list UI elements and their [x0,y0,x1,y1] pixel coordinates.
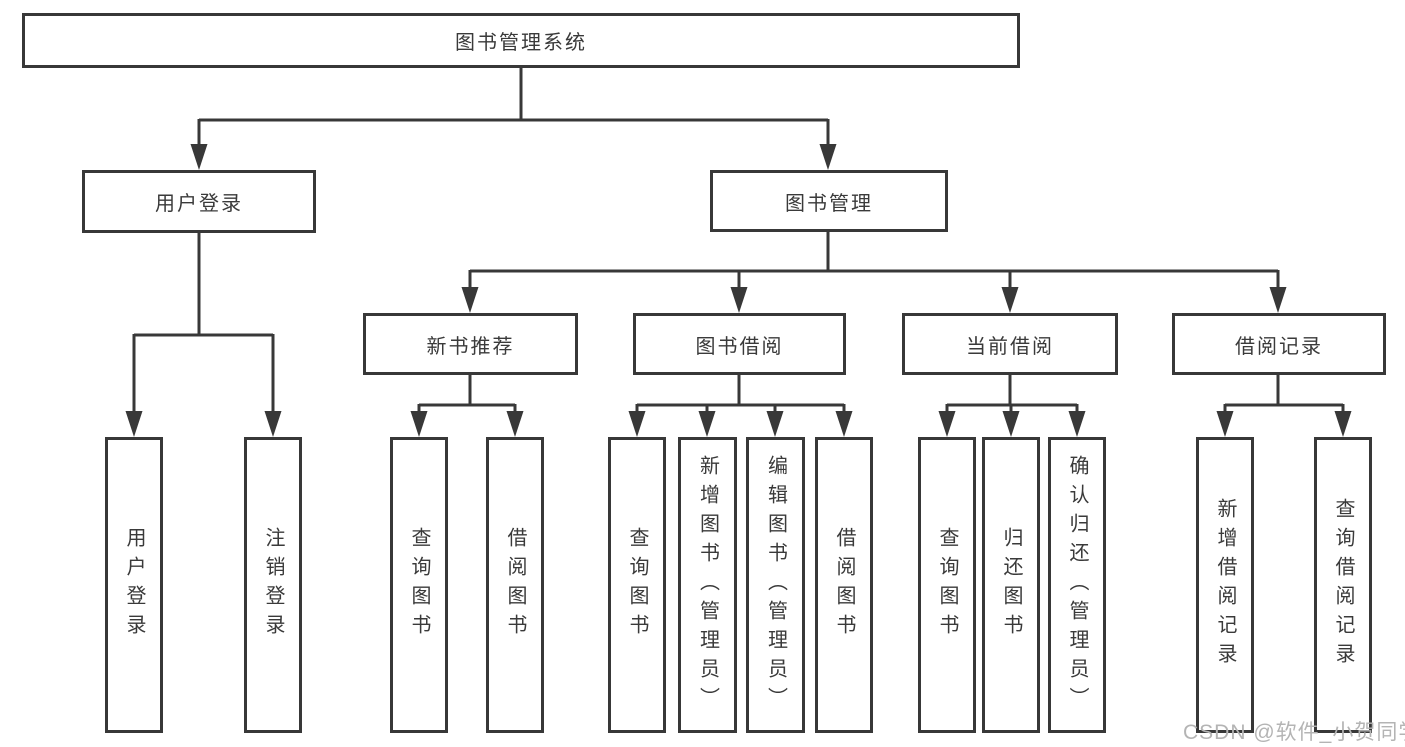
arrow-down-icon [628,411,646,437]
leaf-confirm-return-admin-label: 确认归还（管理员） [1066,454,1088,716]
arrow-down-icon [730,287,748,313]
connector-current-borrow-to-leaves [938,375,1086,437]
leaf-query-borrow-record-label: 查询借阅记录 [1332,498,1354,672]
arrow-down-icon [1002,411,1020,437]
leaf-confirm-return-admin: 确认归还（管理员） [1048,437,1106,733]
leaf-edit-book-admin-label: 编辑图书（管理员） [764,454,787,716]
arrow-down-icon [264,411,282,437]
leaf-logout: 注销登录 [244,437,302,733]
node-new-book-recommend: 新书推荐 [363,313,578,375]
connector-line [197,68,830,148]
leaf-query-books-current-label: 查询图书 [936,527,958,643]
leaf-add-borrow-record-label: 新增借阅记录 [1214,498,1236,672]
connector-line [945,375,1079,413]
node-current-borrow: 当前借阅 [902,313,1118,375]
leaf-query-books-recommend-label: 查询图书 [408,527,430,643]
node-user-login-label: 用户登录 [155,193,243,215]
node-current-borrow-label: 当前借阅 [966,335,1054,358]
arrow-down-icon [938,411,956,437]
connector-line [417,375,517,413]
node-borrow-records-label: 借阅记录 [1235,335,1323,358]
leaf-add-book-admin: 新增图书（管理员） [678,437,737,733]
node-new-book-recommend-label: 新书推荐 [426,335,515,358]
connector-book-borrow-to-leaves [628,375,853,437]
leaf-query-books-borrow-label: 查询图书 [626,527,648,643]
leaf-borrow-books-recommend-label: 借阅图书 [504,527,526,643]
connector-line [1223,375,1345,413]
leaf-query-borrow-record: 查询借阅记录 [1314,437,1372,733]
leaf-query-books-current: 查询图书 [918,437,976,733]
connector-new-book-recommend-to-leaves [410,375,524,437]
leaf-edit-book-admin: 编辑图书（管理员） [746,437,805,733]
leaf-borrow-books: 借阅图书 [815,437,873,733]
leaf-add-book-admin-label: 新增图书（管理员） [696,454,719,716]
leaf-add-borrow-record: 新增借阅记录 [1196,437,1254,733]
node-root-label: 图书管理系统 [455,32,587,54]
arrow-down-icon [1068,411,1086,437]
leaf-user-login: 用户登录 [105,437,163,733]
node-root: 图书管理系统 [22,13,1020,68]
leaf-return-books-label: 归还图书 [1000,527,1022,643]
leaf-logout-label: 注销登录 [262,527,284,643]
arrow-down-icon [190,144,208,170]
arrow-down-icon [1216,411,1234,437]
arrow-down-icon [125,411,143,437]
node-borrow-records: 借阅记录 [1172,313,1386,375]
arrow-down-icon [461,287,479,313]
arrow-down-icon [819,144,837,170]
connector-user-login-to-leaves [125,233,282,437]
connector-line [468,232,1280,289]
node-book-management: 图书管理 [710,170,948,232]
csdn-watermark: CSDN @软件_小贺同学 [1183,721,1405,744]
leaf-query-books-recommend: 查询图书 [390,437,448,733]
arrow-down-icon [506,411,524,437]
node-book-borrow-label: 图书借阅 [695,335,784,358]
leaf-query-books-borrow: 查询图书 [608,437,666,733]
connector-root-to-level2 [190,68,837,170]
connector-line [132,233,275,413]
arrow-down-icon [410,411,428,437]
arrow-down-icon [1334,411,1352,437]
arrow-down-icon [835,411,853,437]
connector-book-management-to-level3 [461,232,1287,313]
arrow-down-icon [1001,287,1019,313]
leaf-borrow-books-label: 借阅图书 [833,527,855,643]
node-book-borrow: 图书借阅 [633,313,846,375]
arrow-down-icon [1269,287,1287,313]
arrow-down-icon [698,411,716,437]
leaf-borrow-books-recommend: 借阅图书 [486,437,544,733]
node-book-management-label: 图书管理 [785,192,873,215]
arrow-down-icon [766,411,784,437]
connector-line [635,375,846,413]
leaf-user-login-label: 用户登录 [123,527,145,643]
connector-borrow-records-to-leaves [1216,375,1352,437]
leaf-return-books: 归还图书 [982,437,1040,733]
node-user-login: 用户登录 [82,170,316,233]
